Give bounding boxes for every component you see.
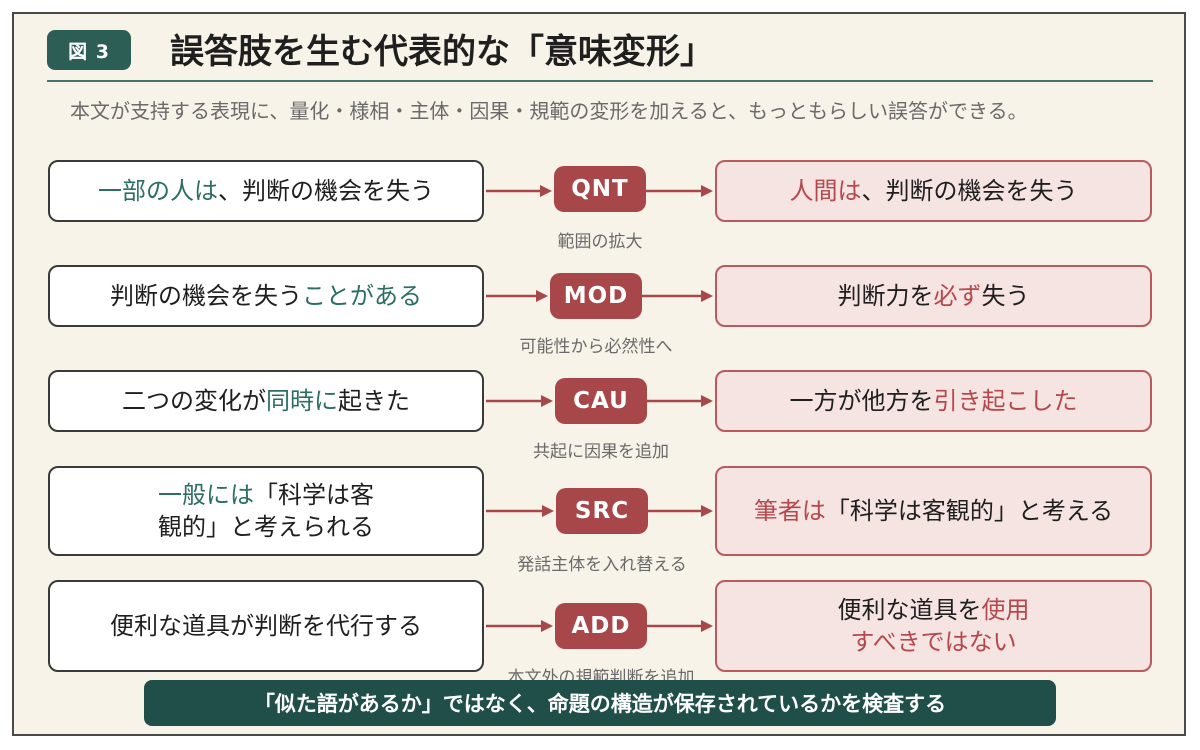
row-cau-operator-label: 共起に因果を追加: [533, 442, 669, 462]
text-segment: 「科学は客観的」と考える: [825, 496, 1114, 525]
row-mod-distorted-statement: 判断力を必ず失う: [715, 265, 1152, 327]
statement-text: 一部の人は、判断の機会を失う: [98, 175, 434, 207]
text-segment: 、判断の機会を失う: [861, 176, 1078, 205]
row-mod-operator-label: 可能性から必然性へ: [519, 337, 673, 357]
text-segment: 一方が他方を: [789, 386, 934, 415]
highlighted-text: 同時に: [266, 386, 338, 415]
row-cau-original-statement: 二つの変化が同時に起きた: [48, 370, 484, 432]
highlighted-text: 筆者は: [753, 496, 826, 525]
statement-text: 人間は、判断の機会を失う: [790, 175, 1078, 207]
row-add-operator-badge: ADD: [555, 603, 647, 649]
row-cau-distorted-statement: 一方が他方を引き起こした: [715, 370, 1152, 432]
highlighted-text: 一部の人は: [98, 176, 218, 205]
row-add-distorted-statement: 便利な道具を使用 すべきではない: [715, 580, 1152, 672]
row-cau-operator-badge: CAU: [555, 378, 647, 424]
row-qnt-distorted-statement: 人間は、判断の機会を失う: [715, 160, 1152, 222]
statement-text: 判断の機会を失うことがある: [110, 280, 422, 312]
text-segment: 、判断の機会を失う: [218, 176, 434, 205]
title-divider: [47, 80, 1153, 82]
highlighted-text: 使用 すべきではない: [850, 595, 1030, 656]
statement-text: 判断力を必ず失う: [838, 280, 1030, 312]
row-qnt-original-statement: 一部の人は、判断の機会を失う: [48, 160, 484, 222]
row-mod-original-statement: 判断の機会を失うことがある: [48, 265, 484, 327]
text-segment: 失う: [981, 281, 1030, 310]
row-mod-operator-badge: MOD: [550, 273, 642, 319]
row-add-original-statement: 便利な道具が判断を代行する: [48, 580, 484, 672]
text-segment: 判断力を: [837, 281, 934, 310]
row-qnt-operator-badge: QNT: [554, 166, 646, 212]
footer-banner: 「似た語があるか」ではなく、命題の構造が保存されているかを検査する: [144, 680, 1056, 726]
text-segment: 判断の機会を失う: [110, 281, 302, 310]
statement-text: 一方が他方を引き起こした: [790, 385, 1078, 417]
text-segment: 「科学は客 観的」と考えられる: [158, 480, 374, 541]
row-src-operator-badge: SRC: [556, 488, 648, 534]
text-segment: 起きた: [338, 386, 410, 415]
text-segment: 二つの変化が: [122, 386, 266, 415]
row-qnt-operator-label: 範囲の拡大: [557, 232, 643, 252]
highlighted-text: 引き起こした: [933, 386, 1078, 415]
highlighted-text: 人間は: [789, 176, 862, 205]
statement-text: 一般には「科学は客 観的」と考えられる: [158, 479, 374, 544]
statement-text: 便利な道具が判断を代行する: [110, 610, 422, 642]
highlighted-text: 一般には: [158, 480, 254, 509]
row-src-distorted-statement: 筆者は「科学は客観的」と考える: [715, 466, 1152, 556]
statement-text: 便利な道具を使用 すべきではない: [838, 594, 1030, 659]
figure-subtitle: 本文が支持する表現に、量化・様相・主体・因果・規範の変形を加えると、もっともらし…: [70, 99, 1028, 123]
statement-text: 筆者は「科学は客観的」と考える: [754, 495, 1113, 527]
highlighted-text: 必ず: [933, 281, 982, 310]
figure-title: 誤答肢を生む代表的な「意味変形」: [170, 32, 714, 72]
row-src-operator-label: 発話主体を入れ替える: [517, 555, 687, 575]
figure-badge: 図 3: [47, 30, 131, 70]
highlighted-text: ことがある: [302, 281, 422, 310]
statement-text: 二つの変化が同時に起きた: [122, 385, 410, 417]
row-src-original-statement: 一般には「科学は客 観的」と考えられる: [48, 466, 484, 556]
text-segment: 便利な道具が判断を代行する: [110, 611, 422, 640]
text-segment: 便利な道具を: [837, 595, 982, 624]
